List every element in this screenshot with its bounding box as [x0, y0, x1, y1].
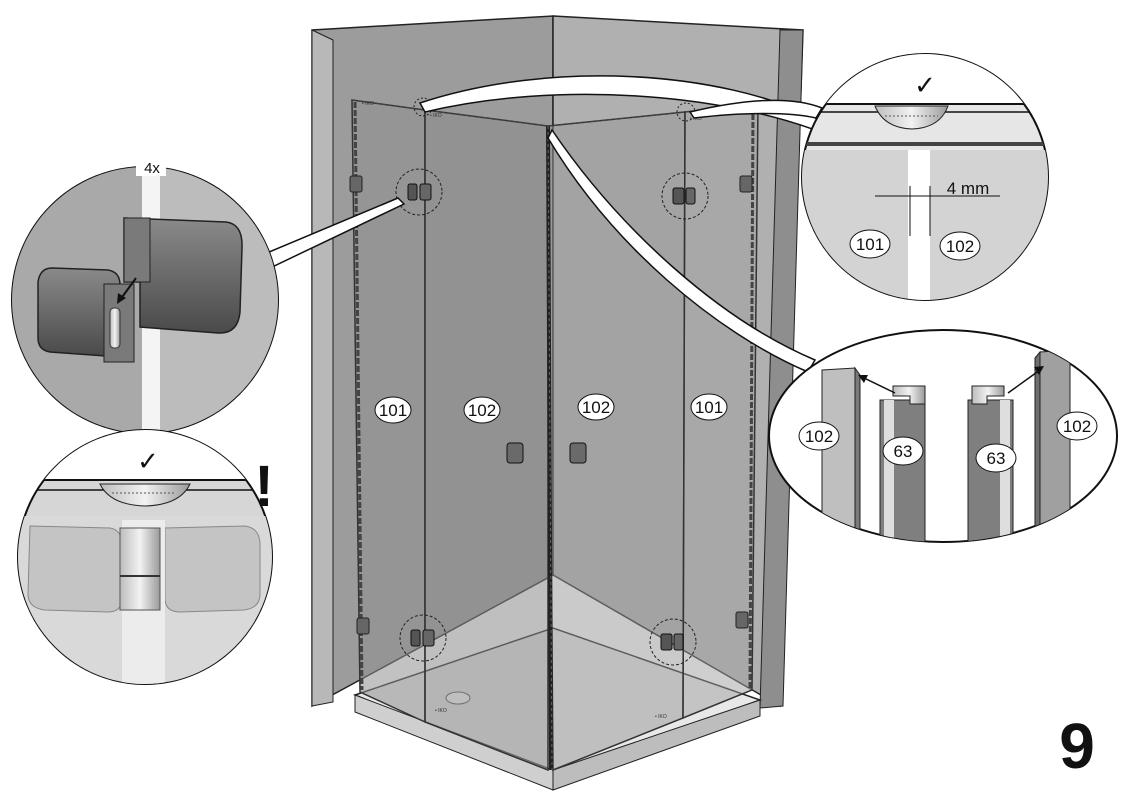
right-wall-edge	[759, 29, 804, 709]
wall-brackets	[349, 175, 753, 635]
brand-marks: • IKO • IKO • IKO • IKO • IKO	[362, 101, 702, 720]
hinge-icon	[673, 633, 684, 651]
brand-mark: • IKO	[435, 708, 447, 714]
label-63: 63	[987, 449, 1006, 468]
bracket-icon	[356, 617, 370, 635]
bracket-icon	[739, 175, 753, 193]
arrow-icon	[861, 376, 896, 394]
panel-callouts: 101 102 102 101	[374, 393, 728, 424]
label-102: 102	[946, 237, 974, 256]
checkmark-icon: ✓	[137, 446, 159, 476]
glass-panel-102-left	[424, 109, 549, 772]
label-102: 102	[582, 398, 610, 417]
label-101: 101	[379, 401, 407, 420]
hinge-count: 4x	[144, 160, 160, 177]
tray-front-lip-right	[552, 699, 761, 791]
door-handles	[506, 442, 587, 464]
hinge-icon	[407, 183, 418, 201]
hinge-icon	[660, 633, 673, 651]
zoom-gap-detail: ✓ 4 mm 101 102	[801, 53, 1049, 301]
zoom-alignment-check: ✓ !	[17, 429, 274, 685]
handle-icon	[506, 442, 524, 464]
zoom-profile-detail: 102 63 63 102	[768, 329, 1118, 543]
hinge-icon	[419, 183, 432, 201]
hinge-icon	[422, 629, 435, 647]
label-101: 101	[695, 398, 723, 417]
label-101: 101	[856, 235, 884, 254]
brand-mark: • IKO	[362, 101, 374, 107]
label-102: 102	[805, 427, 833, 446]
handle-icon	[569, 442, 587, 464]
label-102: 102	[468, 401, 496, 420]
hinge-icon	[119, 527, 161, 611]
zoom-hinge-detail: 4x	[11, 160, 279, 434]
label-102: 102	[1063, 417, 1091, 436]
hinge-icon	[410, 629, 421, 647]
checkmark-icon: ✓	[914, 70, 936, 100]
brand-mark: • IKO	[655, 714, 667, 720]
warning-icon: !	[254, 454, 273, 519]
hinge-icon	[123, 217, 243, 334]
bracket-icon	[735, 611, 749, 629]
label-63: 63	[894, 442, 913, 461]
step-number: 9	[1059, 710, 1095, 782]
arrow-icon	[1007, 369, 1041, 394]
brand-mark: • IKO	[690, 116, 702, 122]
left-wall-edge	[311, 29, 334, 707]
brand-mark: • IKO	[430, 113, 442, 119]
hinge-icon	[672, 187, 685, 205]
hinge-icon	[685, 187, 696, 205]
bracket-icon	[349, 175, 363, 193]
gap-measure-label: 4 mm	[947, 179, 990, 198]
